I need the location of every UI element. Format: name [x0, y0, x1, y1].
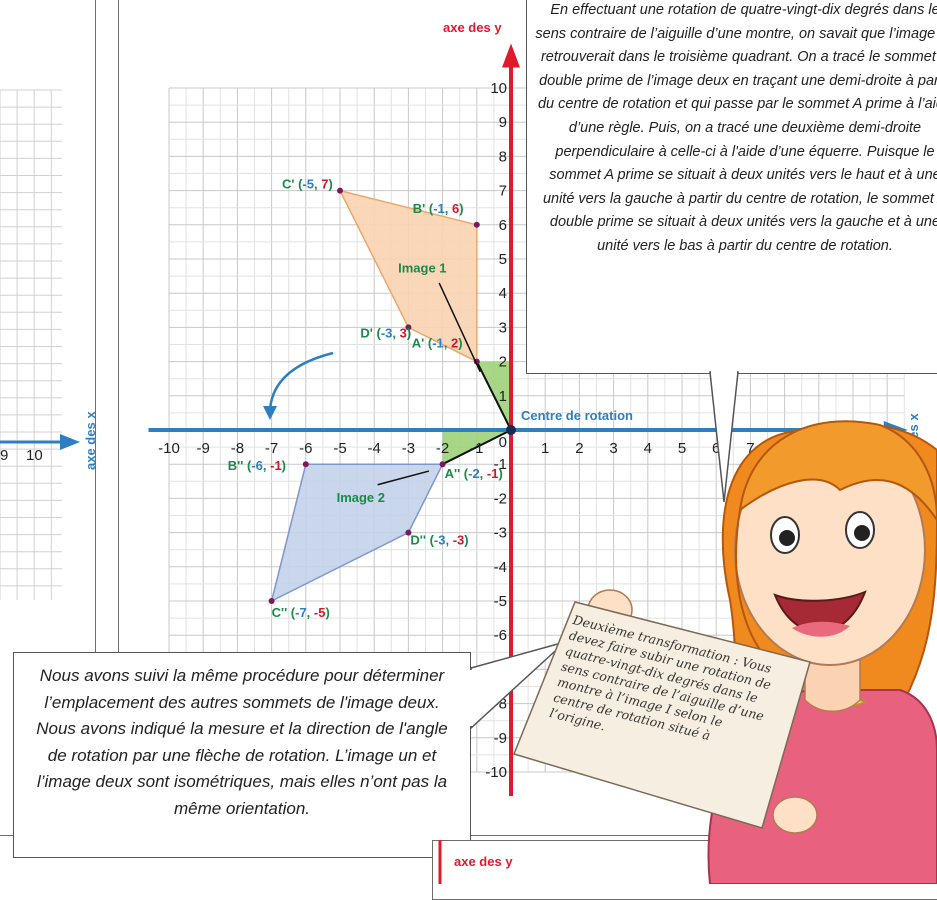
vertex-label: D'' (-3, -3) [410, 533, 468, 548]
callout-bottom-text: Nous avons suivi la même procédure pour … [36, 666, 448, 818]
y-tick-label: 8 [499, 148, 507, 165]
vertex-label: C' (-5, 7) [282, 177, 333, 192]
rotation-arrow [268, 351, 334, 411]
origin-point [506, 425, 516, 435]
y-axis-arrow [502, 43, 520, 68]
y-tick-label: -3 [494, 525, 507, 542]
x-tick-label: 1 [541, 440, 549, 457]
image-2-pointer [377, 470, 430, 486]
x-tick-label: -4 [368, 440, 381, 457]
y-tick-label: -10 [485, 764, 507, 781]
callout-top-tail [709, 370, 739, 503]
callout-bottom: Nous avons suivi la même procédure pour … [13, 652, 471, 858]
y-tick-label: -6 [494, 627, 507, 644]
image-1-label: Image 1 [398, 261, 446, 276]
y-tick-label: 3 [499, 319, 507, 336]
left-graph-grid: 9 10 axe des x [0, 89, 98, 600]
y-tick-label: -2 [494, 490, 507, 507]
y-tick-label: -1 [494, 456, 507, 473]
y-tick-label: 1 [499, 388, 507, 405]
callout-top: En effectuant une rotation de quatre-vin… [526, 0, 937, 374]
vertex-label: D' (-3, 3) [360, 325, 411, 340]
y-tick-label: 6 [499, 217, 507, 234]
image-2-label: Image 2 [337, 490, 385, 505]
vertex-point [268, 598, 275, 604]
ray-to-a-double-prime [442, 429, 512, 466]
x-tick-label: 2 [575, 440, 583, 457]
x-tick-label: -2 [436, 440, 449, 457]
vertex-label: C'' (-7, -5) [272, 605, 330, 620]
x-tick-label: 5 [678, 440, 686, 457]
vertex-label: A'' (-2, -1) [445, 466, 503, 481]
callout-top-text: En effectuant une rotation de quatre-vin… [535, 2, 937, 254]
girl-character-illustration [587, 420, 937, 884]
y-tick-label: 2 [499, 354, 507, 371]
x-tick-label: 4 [644, 440, 652, 457]
y-tick-label: 0 [499, 434, 507, 451]
y-tick-label: 10 [490, 80, 507, 97]
note-card [512, 601, 811, 829]
x-tick-label: -5 [333, 440, 346, 457]
vertex-label: A' (-1, 2) [412, 336, 463, 351]
vertex-point [405, 529, 412, 536]
vertex-label: B'' (-6, -1) [228, 458, 286, 473]
y-tick-label: -4 [494, 559, 507, 576]
vertex-label: B' (-1, 6) [413, 201, 464, 216]
x-tick-label: -1 [470, 440, 483, 457]
bottom-graph-axis: axe des y [438, 840, 513, 884]
x-tick-label: -7 [265, 440, 278, 457]
ray-to-a-prime [475, 361, 512, 431]
x-tick-label: -3 [402, 440, 415, 457]
x-tick-label: -10 [158, 440, 180, 457]
y-tick-label: -9 [494, 730, 507, 747]
vertex-labels: A' (-1, 2) B' (-1, 6) C' (-5, 7) D' (-3, 3)… [228, 177, 503, 620]
vertex-point [302, 461, 309, 468]
y-tick-label: -5 [494, 593, 507, 610]
y-tick-label: 5 [499, 251, 507, 268]
construction-rays [442, 361, 512, 466]
hand-right [772, 796, 818, 834]
vertex-point [439, 461, 446, 468]
x-tick-label: 7 [746, 440, 754, 457]
left-x-tick-10: 10 [26, 447, 43, 464]
x-tick-label: 3 [609, 440, 617, 457]
y-axis-name: axe des y [443, 20, 502, 35]
centre-de-rotation-label: Centre de rotation [521, 408, 633, 423]
vertex-points [268, 187, 480, 604]
y-tick-label: 7 [499, 183, 507, 200]
vertex-point [473, 221, 480, 228]
vertex-point [405, 324, 412, 331]
bottom-y-axis-name: axe des y [454, 854, 513, 869]
rotation-arrow-head [263, 406, 277, 420]
left-x-tick-9: 9 [0, 447, 8, 464]
x-tick-label: -8 [231, 440, 244, 457]
mouth [773, 590, 867, 633]
callout-bottom-tail [469, 641, 566, 730]
vertex-point [337, 187, 343, 194]
left-x-axis-name: axe des x [83, 411, 98, 470]
left-x-axis-arrow [60, 434, 80, 450]
x-tick-label: -6 [299, 440, 312, 457]
image-1-pointer [438, 282, 481, 373]
y-tick-label: 4 [499, 285, 507, 302]
y-tick-label: 9 [499, 114, 507, 131]
x-tick-label: -9 [197, 440, 210, 457]
x-tick-label: 6 [712, 440, 720, 457]
